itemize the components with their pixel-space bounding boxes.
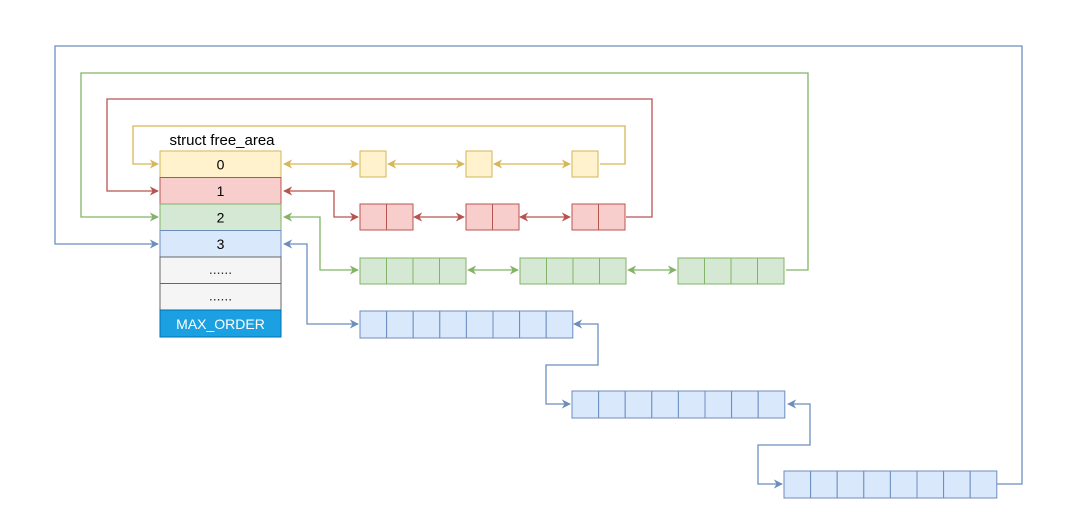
page-cell: [412, 257, 440, 285]
order1-block: [359, 203, 414, 231]
page-cell: [492, 203, 520, 231]
page-blocks: [359, 150, 998, 499]
loop-lines: [54, 45, 1023, 485]
page-cell: [943, 470, 971, 499]
array-cell-label: ......: [209, 261, 232, 277]
page-cell: [651, 390, 679, 419]
page-cell: [704, 390, 733, 419]
array-cell: [159, 230, 282, 258]
order2-loop-line: [80, 72, 809, 271]
page-cell: [545, 310, 574, 339]
page-cell: [546, 257, 574, 285]
page-cell: [571, 390, 600, 419]
page-cell: [412, 310, 441, 339]
page-cell: [359, 203, 387, 231]
page-cell: [465, 310, 494, 339]
array-cell-label: 0: [217, 157, 225, 173]
array-row-1: 1: [159, 177, 282, 205]
page-cell: [916, 470, 945, 499]
order1-block: [465, 203, 520, 231]
page-cell: [731, 390, 759, 419]
page-cell: [571, 203, 599, 231]
order2-block: [519, 257, 627, 285]
order3-link-1: [545, 319, 599, 409]
order3-block: [359, 310, 574, 339]
array-cell-label: ......: [209, 288, 232, 304]
page-cell: [757, 390, 786, 419]
array-cell-label: 3: [217, 236, 225, 252]
page-cell: [889, 470, 918, 499]
order2-block: [677, 257, 785, 285]
array-cell-label: MAX_ORDER: [176, 316, 265, 332]
page-cell: [465, 150, 493, 178]
order1-link-0: [283, 186, 359, 222]
order3-loop-line: [54, 45, 1023, 485]
page-cell: [439, 257, 467, 285]
order0-block: [465, 150, 493, 178]
order1-loop-line: [106, 98, 653, 218]
page-cell: [836, 470, 865, 499]
page-cell: [465, 203, 493, 231]
page-cell: [783, 470, 812, 499]
page-cell: [359, 257, 387, 285]
page-cell: [599, 257, 627, 285]
page-cell: [969, 470, 998, 499]
array-row-3: 3: [159, 230, 282, 258]
page-cell: [863, 470, 891, 499]
page-cell: [519, 310, 547, 339]
page-cell: [624, 390, 653, 419]
order0-block: [359, 150, 387, 178]
page-cell: [439, 310, 467, 339]
connector-lines: [283, 159, 811, 489]
page-cell: [598, 203, 626, 231]
order3-link-0: [283, 239, 359, 329]
page-cell: [730, 257, 758, 285]
array-row-0: 0: [159, 150, 282, 178]
order0-block: [571, 150, 599, 178]
page-cell: [386, 310, 414, 339]
array-title: struct free_area: [169, 132, 275, 149]
array-cell: [159, 256, 282, 284]
order0-loop-line: [132, 125, 626, 169]
array-row-2: 2: [159, 203, 282, 231]
order3-block: [783, 470, 998, 499]
page-cell: [677, 257, 705, 285]
page-cell: [677, 390, 706, 419]
page-cell: [704, 257, 732, 285]
array-row-6: MAX_ORDER: [159, 309, 282, 338]
page-cell: [598, 390, 626, 419]
array-row-5: ......: [159, 283, 282, 311]
page-cell: [359, 310, 388, 339]
page-cell: [386, 203, 414, 231]
array-cell-label: 2: [217, 210, 225, 226]
array-row-4: ......: [159, 256, 282, 284]
order1-block: [571, 203, 626, 231]
page-cell: [359, 150, 387, 178]
array-cell-label: 1: [217, 183, 225, 199]
array-cell: [159, 283, 282, 311]
page-cell: [492, 310, 521, 339]
order2-block: [359, 257, 467, 285]
page-cell: [519, 257, 547, 285]
page-cell: [571, 150, 599, 178]
page-cell: [810, 470, 838, 499]
page-cell: [386, 257, 414, 285]
array-cell: [159, 309, 282, 338]
free-area-array: struct free_area 0 1 2 3 ...... ...... M…: [159, 132, 282, 338]
order3-link-2: [757, 399, 811, 489]
order3-block: [571, 390, 786, 419]
page-cell: [572, 257, 600, 285]
page-cell: [757, 257, 785, 285]
